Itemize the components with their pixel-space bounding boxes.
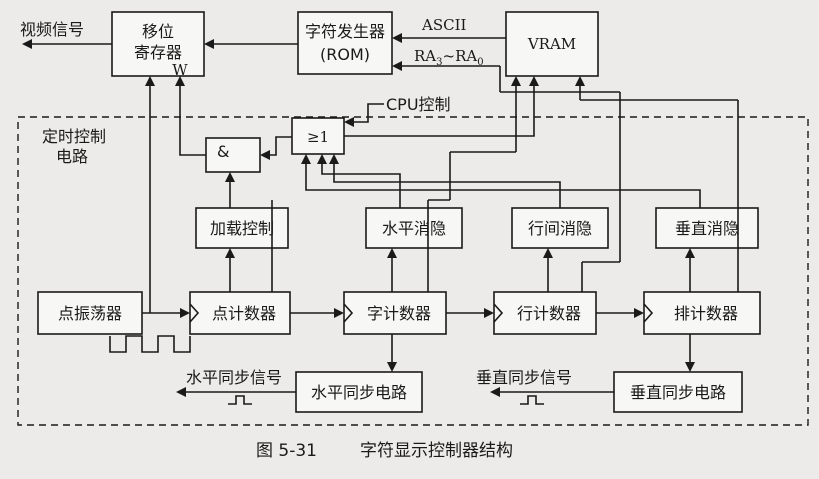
h-sync-signal-label: 水平同步信号 — [186, 368, 282, 387]
vram-label: VRAM — [527, 35, 576, 53]
h-sync-pulse — [228, 395, 252, 405]
clock-waveform — [109, 335, 191, 353]
dot-oscillator-label: 点振荡器 — [58, 304, 122, 323]
line-counter-label: 行计数器 — [517, 304, 581, 323]
h-sync-circuit-label: 水平同步电路 — [311, 383, 407, 402]
and-gate-symbol: & — [217, 142, 229, 161]
char-generator-label-line1: 字符发生器 — [305, 22, 385, 41]
figure-title: 字符显示控制器结构 — [360, 441, 513, 461]
load-control-label: 加载控制 — [210, 219, 274, 238]
or-gate — [291, 117, 345, 155]
v-blank-block — [655, 207, 759, 249]
timing-region-label-line2: 电路 — [56, 147, 88, 166]
h-sync-circuit-block — [295, 371, 423, 413]
shift-register-label-line2: 寄存器 — [134, 43, 182, 62]
h-blank-label: 水平消隐 — [382, 219, 446, 238]
shift-register-label-line1: 移位 — [142, 22, 174, 41]
cpu-control-label: CPU控制 — [386, 95, 451, 114]
video-signal-arrow — [22, 39, 32, 49]
h-blank-block — [365, 207, 463, 249]
timing-control-region — [17, 116, 809, 426]
ra-label: RA3~RA0 — [414, 47, 484, 68]
row-counter-label: 排计数器 — [674, 304, 738, 323]
v-blank-label: 垂直消隐 — [675, 219, 739, 238]
line-gap-blank-block — [511, 207, 609, 249]
ascii-label: ASCII — [421, 16, 467, 34]
v-sync-circuit-block — [613, 371, 743, 413]
vram-block — [505, 11, 599, 77]
char-generator-block — [297, 11, 393, 75]
v-sync-signal-label: 垂直同步信号 — [476, 368, 572, 387]
char-generator-label-line2: (ROM) — [320, 45, 370, 64]
dot-counter-block — [189, 291, 291, 335]
or-gate-symbol: ≥1 — [307, 128, 329, 146]
shift-register-block — [111, 11, 205, 77]
v-sync-pulse — [520, 395, 544, 405]
char-counter-label: 字计数器 — [367, 304, 431, 323]
timing-region-label-line1: 定时控制 — [42, 127, 106, 146]
v-sync-circuit-label: 垂直同步电路 — [630, 383, 726, 402]
figure-number: 图 5-31 — [256, 441, 317, 461]
dot-counter-label: 点计数器 — [212, 304, 276, 323]
w-label: W — [172, 61, 188, 79]
video-signal-label: 视频信号 — [20, 20, 84, 39]
line-gap-blank-label: 行间消隐 — [528, 219, 592, 238]
and-gate — [205, 137, 261, 173]
row-counter-block — [643, 291, 761, 335]
